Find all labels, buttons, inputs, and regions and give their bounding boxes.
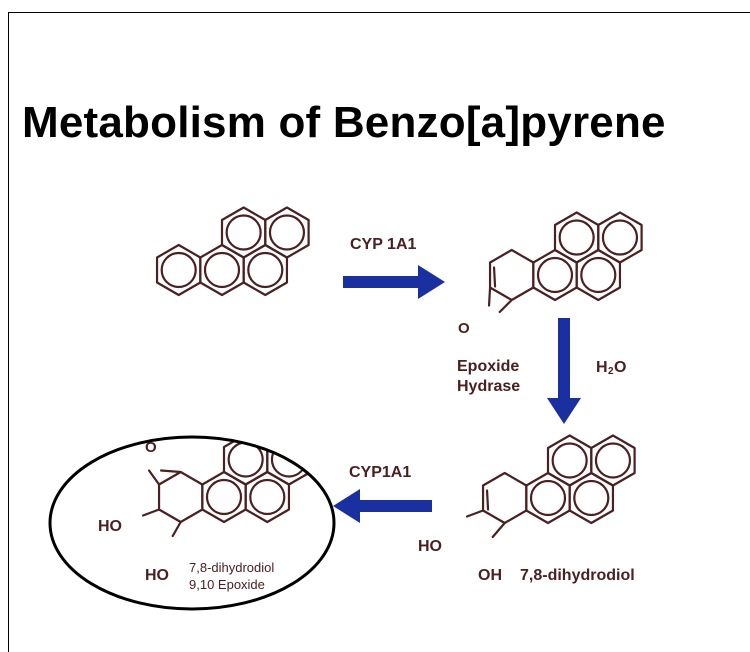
bap-left-aromatic-circle (160, 251, 197, 289)
epox-right-aromatic-circle (580, 256, 617, 294)
diol-epoxide-group: O HO HO 7,8-dihydrodiol 9,10 Epoxide (98, 437, 312, 592)
arrow-left (333, 489, 432, 523)
bap-right-aromatic-circle (247, 251, 284, 289)
de-ho-upper-bond (141, 508, 161, 517)
diol-right-aromatic-circle (573, 479, 610, 517)
water-o: O (614, 359, 626, 376)
slide-title: Metabolism of Benzo[a]pyrene (22, 98, 666, 147)
epox-right-ring (575, 248, 622, 302)
slide-border (8, 12, 750, 652)
final-name-line2: 9,10 Epoxide (189, 577, 265, 592)
de-right-ring (244, 470, 291, 524)
final-name-line1: 7,8-dihydrodiol (189, 560, 274, 575)
benzo-a-pyrene-structure (155, 206, 310, 297)
diol-right-ring (568, 471, 615, 525)
final-epoxide-oxygen-label: O (145, 439, 157, 456)
bap-top-right-aromatic-circle (268, 214, 306, 251)
bap-top-left-aromatic-circle (225, 214, 262, 251)
diol-top-left-aromatic-circle (551, 442, 588, 479)
final-ho-lower-label: HO (145, 567, 169, 584)
epoxide-structure (487, 211, 643, 314)
water-subscript: 2 (608, 366, 614, 377)
epox-double-bond (492, 266, 497, 288)
dihydrodiol-ho-label: HO (418, 538, 442, 555)
epox-center-aromatic-circle (536, 256, 574, 294)
epox-left-ring (488, 248, 535, 302)
epox-top-left-aromatic-circle (558, 219, 595, 256)
epoxide-oxygen-label: O (458, 320, 470, 337)
de-epoxide-bond-1 (159, 469, 182, 474)
dihydrodiol-structure (465, 434, 636, 539)
highlight-ellipse (48, 435, 336, 611)
water-reagent-label: H 2 O (596, 359, 626, 377)
epoxide-hydrase-label-line2: Hydrase (457, 378, 520, 395)
diol-top-right-aromatic-circle (594, 442, 632, 479)
de-epoxide-bond-2 (147, 469, 161, 486)
bap-right-ring (242, 243, 289, 297)
arrow-down (547, 318, 581, 424)
epox-top-right-aromatic-circle (601, 219, 639, 256)
diol-oh-bond (491, 521, 506, 539)
diol-double-bond (485, 489, 490, 511)
final-ho-upper-label: HO (98, 518, 122, 535)
epox-o-bond-2 (487, 286, 492, 307)
step3-enzyme-label: CYP1A1 (349, 464, 411, 481)
dihydrodiol-oh-label: OH (478, 567, 502, 584)
epox-o-bond-1 (498, 298, 513, 314)
epoxide-hydrase-label-line1: Epoxide (457, 358, 519, 375)
diol-center-aromatic-circle (529, 479, 567, 517)
de-center-aromatic-circle (205, 478, 243, 516)
de-left-ring (157, 470, 204, 524)
diol-epoxide-structure (141, 437, 312, 538)
step1-enzyme-label: CYP 1A1 (350, 236, 417, 253)
de-right-aromatic-circle (249, 478, 286, 516)
bap-center-aromatic-circle (203, 251, 241, 289)
dihydrodiol-name-label: 7,8-dihydrodiol (520, 567, 635, 584)
water-h: H (596, 359, 608, 376)
diol-left-ring (481, 471, 528, 525)
arrow-right (343, 265, 445, 299)
de-ho-lower-bond (171, 520, 182, 538)
diol-ho-bond (465, 509, 485, 518)
